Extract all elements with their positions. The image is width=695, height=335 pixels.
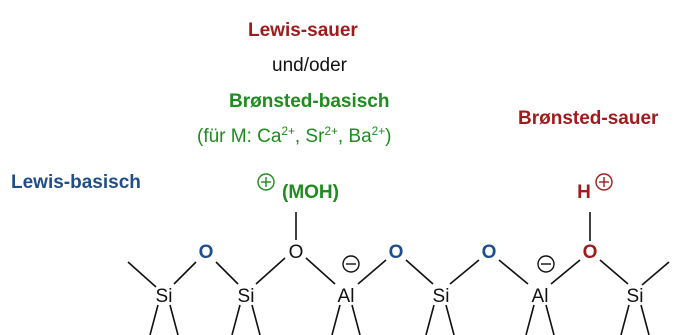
- ba-charge: 2+: [371, 124, 386, 138]
- bridging-oxygen-2: O: [389, 242, 404, 263]
- silicon-atom-2: Si: [238, 286, 255, 307]
- aluminium-atom-2: Al: [532, 286, 549, 307]
- silicon-atom-4: Si: [627, 286, 644, 307]
- bronsted-acid-label: Brønsted-sauer: [518, 108, 659, 129]
- framework-bonds: [127, 212, 670, 335]
- bridging-oxygen-3: O: [482, 242, 497, 263]
- metal-note-label: (für M: Ca2+, Sr2+, Ba2+): [197, 126, 391, 148]
- metal-note-prefix: (für M: Ca: [197, 126, 282, 147]
- lewis-basic-label: Lewis-basisch: [11, 172, 141, 193]
- metal-note-suffix: ): [385, 126, 392, 147]
- metal-note-sr: , Sr: [294, 126, 325, 147]
- proton-atom: H: [577, 182, 591, 203]
- silicon-atom-3: Si: [433, 286, 450, 307]
- bridging-oxygen-1: O: [199, 242, 214, 263]
- lewis-acid-label: Lewis-sauer: [248, 20, 358, 41]
- bronsted-basic-label: Brønsted-basisch: [229, 91, 390, 112]
- acidic-oxygen: O: [583, 242, 598, 263]
- and-or-label: und/oder: [272, 55, 348, 76]
- ca-charge: 2+: [281, 124, 295, 138]
- minus-charge-icon-al2: [537, 255, 555, 273]
- minus-charge-icon-al1: [342, 255, 360, 273]
- sr-charge: 2+: [324, 124, 338, 138]
- plus-charge-icon-metal: [257, 173, 275, 191]
- aluminium-atom-1: Al: [338, 286, 355, 307]
- metal-hydroxide-group: (MOH): [282, 182, 339, 203]
- plus-charge-icon-proton: [595, 173, 613, 191]
- silicon-atom-1: Si: [156, 286, 173, 307]
- oxygen-to-metal: O: [289, 242, 304, 263]
- metal-note-ba: , Ba: [337, 126, 372, 147]
